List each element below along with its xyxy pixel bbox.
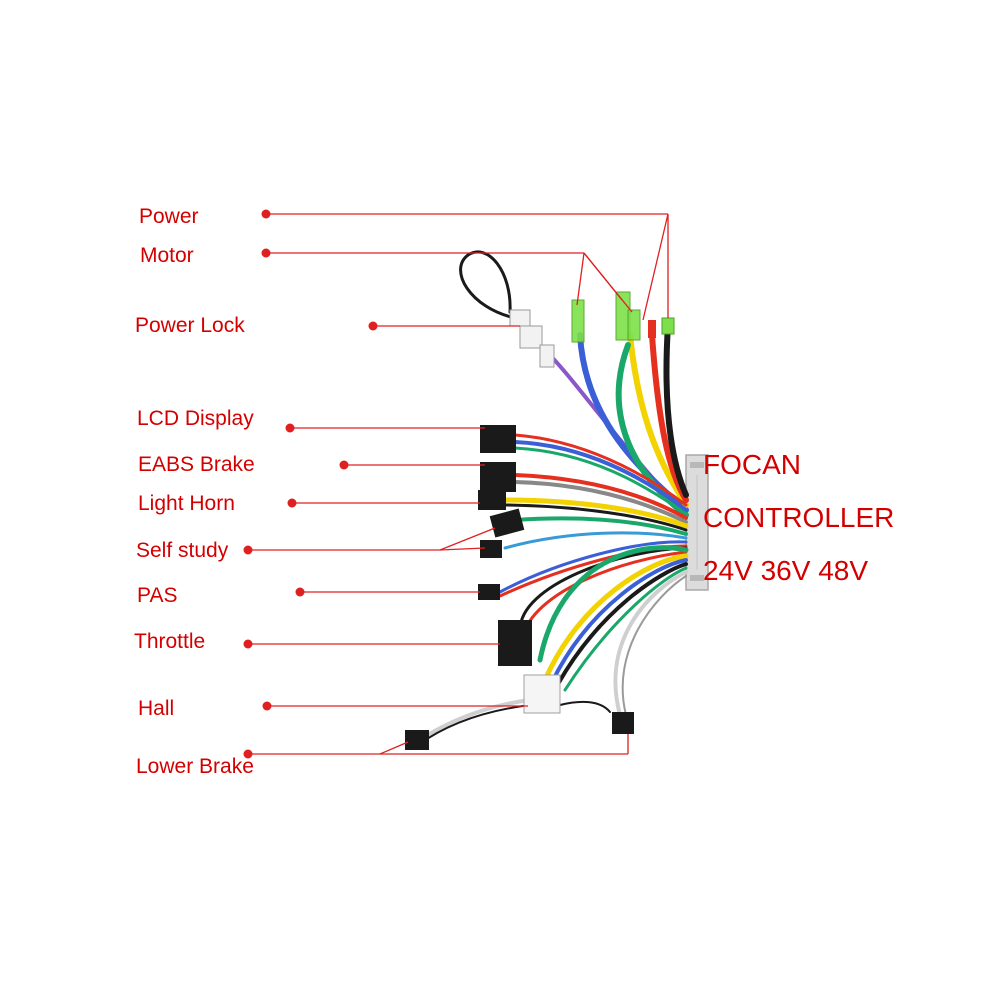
label-throttle: Throttle xyxy=(134,630,206,653)
label-lcd-display: LCD Display xyxy=(137,407,254,430)
title-line-product: CONTROLLER xyxy=(703,502,895,533)
label-self-study: Self study xyxy=(136,539,229,562)
callout-dots xyxy=(243,209,378,759)
controller-housing xyxy=(685,454,709,591)
label-light-horn: Light Horn xyxy=(138,492,235,515)
label-power: Power xyxy=(139,205,199,228)
label-motor: Motor xyxy=(140,244,194,267)
label-pas: PAS xyxy=(137,584,178,607)
label-power-lock: Power Lock xyxy=(135,314,245,337)
callout-lines xyxy=(248,213,669,755)
connectors xyxy=(405,291,675,750)
label-lower-brake: Lower Brake xyxy=(136,755,254,778)
title-line-voltage: 24V 36V 48V xyxy=(703,555,869,586)
label-eabs-brake: EABS Brake xyxy=(138,453,255,476)
title-line-brand: FOCAN xyxy=(703,449,801,480)
wire-bundle xyxy=(417,250,689,746)
label-hall: Hall xyxy=(138,697,175,720)
